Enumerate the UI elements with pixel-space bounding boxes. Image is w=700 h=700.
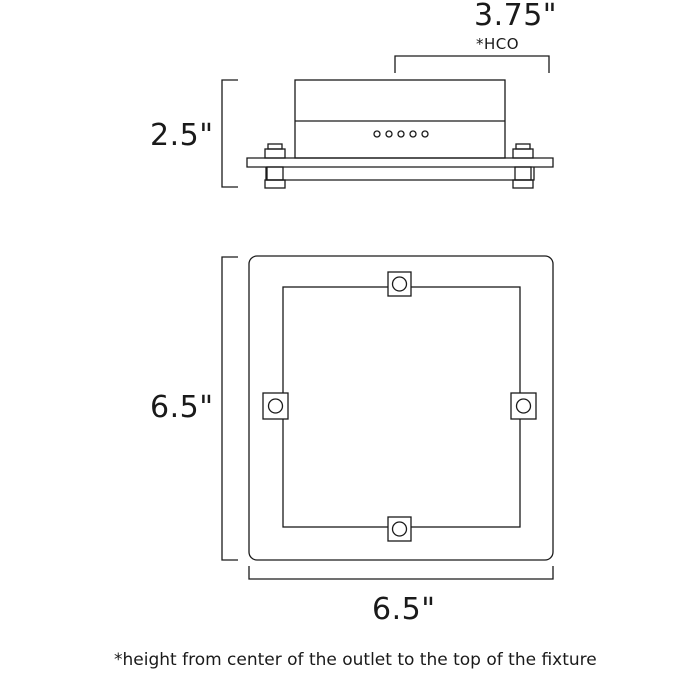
width-label: 6.5" (372, 592, 436, 627)
diffuser-lens (265, 167, 535, 181)
clip-bottom (387, 516, 412, 542)
clip-left (262, 392, 289, 420)
left-hardware (264, 143, 286, 189)
canopy-box (294, 79, 506, 159)
width-dimension-line (248, 566, 554, 580)
hco-dimension-line (394, 55, 550, 73)
length-dimension-line (221, 256, 238, 561)
mounting-plate (246, 157, 554, 168)
right-hardware (512, 143, 534, 189)
clip-top (387, 271, 412, 297)
clip-right (510, 392, 537, 420)
height-dimension-line (221, 79, 238, 188)
side-view (221, 55, 554, 189)
height-label: 2.5" (150, 118, 214, 153)
inner-lens (282, 286, 521, 528)
outer-frame (248, 255, 554, 561)
top-view (221, 255, 554, 580)
indicator-dots (373, 130, 429, 138)
length-label: 6.5" (150, 390, 214, 425)
hco-note-label: *HCO (476, 35, 520, 53)
hco-width-label: 3.75" (474, 0, 558, 33)
footnote: *height from center of the outlet to the… (114, 650, 597, 670)
